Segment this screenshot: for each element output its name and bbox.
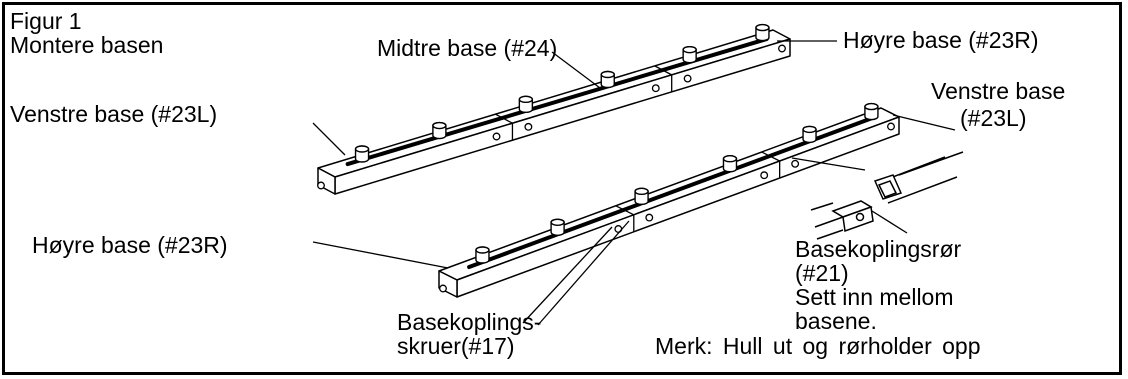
label-left-base-right-line1: Venstre base	[931, 78, 1066, 104]
base-end-lines	[810, 202, 844, 240]
label-left-base-right-line2: (#23L)	[960, 105, 1027, 131]
label-connector-tube-line3: Sett inn mellom	[795, 284, 954, 310]
screw-hole	[791, 159, 800, 168]
end-hole	[887, 122, 895, 131]
connector-tube-detail	[810, 151, 964, 240]
screw-hole	[683, 74, 692, 83]
leader-tube-insert	[791, 157, 866, 171]
rail-joint-line	[654, 65, 673, 76]
tube-holder-post-top	[682, 45, 697, 54]
tube-holder-post-top	[802, 125, 817, 134]
label-connector-tube-line1: Basekoplingsrør	[795, 236, 962, 262]
leader-right-base-left	[312, 241, 449, 269]
screw-hole	[651, 84, 660, 93]
end-hole	[778, 44, 786, 53]
rail-joint-line	[495, 113, 513, 124]
lower-base-assembly	[438, 102, 900, 298]
tube-holder-post-top	[600, 70, 615, 79]
leader-left-base-top	[312, 122, 346, 156]
leader-screw-1	[522, 226, 613, 324]
tube-holder-post-top	[722, 155, 738, 163]
rail-joint-line	[615, 205, 635, 216]
label-connector-tube-line2: (#21)	[795, 260, 849, 286]
rail-joint-line	[761, 151, 780, 162]
label-right-base-top: Høyre base (#23R)	[843, 27, 1039, 53]
upper-base-assembly	[317, 23, 791, 195]
label-right-base-left: Høyre base (#23R)	[32, 232, 228, 258]
end-hole	[439, 284, 447, 293]
rail-end-face	[438, 270, 458, 298]
tube-holder-post-top	[432, 121, 447, 130]
rail-end-face	[317, 167, 336, 195]
label-middle-base: Midtre base (#24)	[377, 35, 558, 61]
screw-hole	[492, 132, 501, 141]
leader-screw-2	[537, 220, 630, 326]
leader-connector-tube	[871, 210, 908, 234]
screw-hole	[760, 171, 769, 180]
label-note: Merk: Hull ut og rørholder opp	[655, 333, 981, 359]
base-end-hole	[855, 212, 865, 222]
tube-holder-post-top	[755, 23, 770, 32]
tube-holder-post-top	[634, 187, 649, 196]
label-screws-line1: Basekoplings-	[397, 309, 542, 335]
leader-middle-base	[551, 51, 601, 89]
tube-end-hole	[877, 180, 898, 198]
leader-left-base-right	[892, 114, 956, 131]
tube-holder-post-top	[354, 145, 370, 153]
tube-holder-post-top	[518, 95, 534, 104]
label-connector-tube-line4: basene.	[795, 308, 877, 334]
figure-number: Figur 1	[10, 8, 82, 34]
tube-holder-post-top	[550, 218, 565, 227]
figure-frame: Figur 1 Montere basen Midtre base (#24) …	[2, 2, 1122, 375]
tube-holder-post-top	[864, 102, 879, 111]
tube-holder-post-top	[475, 246, 490, 254]
label-left-base-top: Venstre base (#23L)	[10, 101, 218, 127]
figure-title: Montere basen	[10, 32, 164, 58]
screw-hole	[645, 213, 654, 222]
label-screws-line2: skruer(#17)	[397, 333, 515, 359]
screw-hole	[524, 122, 533, 131]
leader-lines	[312, 40, 956, 326]
base-assembly-drawing	[312, 23, 964, 326]
end-hole	[317, 181, 325, 190]
